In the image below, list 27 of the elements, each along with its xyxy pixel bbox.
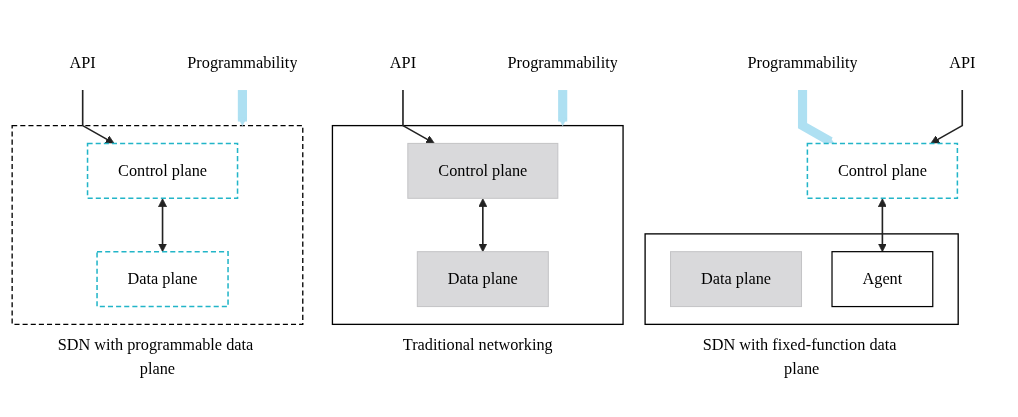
node-box: Data plane — [416, 251, 549, 308]
arrow — [877, 198, 887, 253]
arrow — [402, 89, 435, 145]
arrow — [237, 90, 247, 127]
node-label: SDN with fixed-function data plane — [702, 335, 897, 378]
node-text: Programmability — [507, 53, 618, 71]
node-label: Traditional networking — [402, 335, 553, 354]
node-box: Control plane — [86, 142, 239, 200]
arrow — [81, 89, 115, 145]
cluster — [331, 125, 624, 326]
node-label: SDN with programmable data plane — [57, 335, 254, 378]
node-text: API — [69, 53, 96, 71]
node-text: API — [389, 53, 417, 71]
arrow — [478, 198, 488, 253]
cluster — [644, 233, 959, 326]
node-text: API — [949, 53, 976, 71]
arrow — [558, 90, 568, 127]
node-box: Control plane — [806, 142, 959, 200]
node-box: Data plane — [670, 251, 803, 308]
arrow — [158, 198, 167, 253]
cluster — [11, 125, 304, 326]
node-text: Programmability — [747, 53, 858, 71]
node-box: Control plane — [407, 143, 559, 200]
node-text: Programmability — [187, 53, 298, 71]
arrow — [930, 89, 964, 145]
node-box: Data plane — [96, 251, 229, 308]
node-box: Agent — [831, 251, 934, 308]
